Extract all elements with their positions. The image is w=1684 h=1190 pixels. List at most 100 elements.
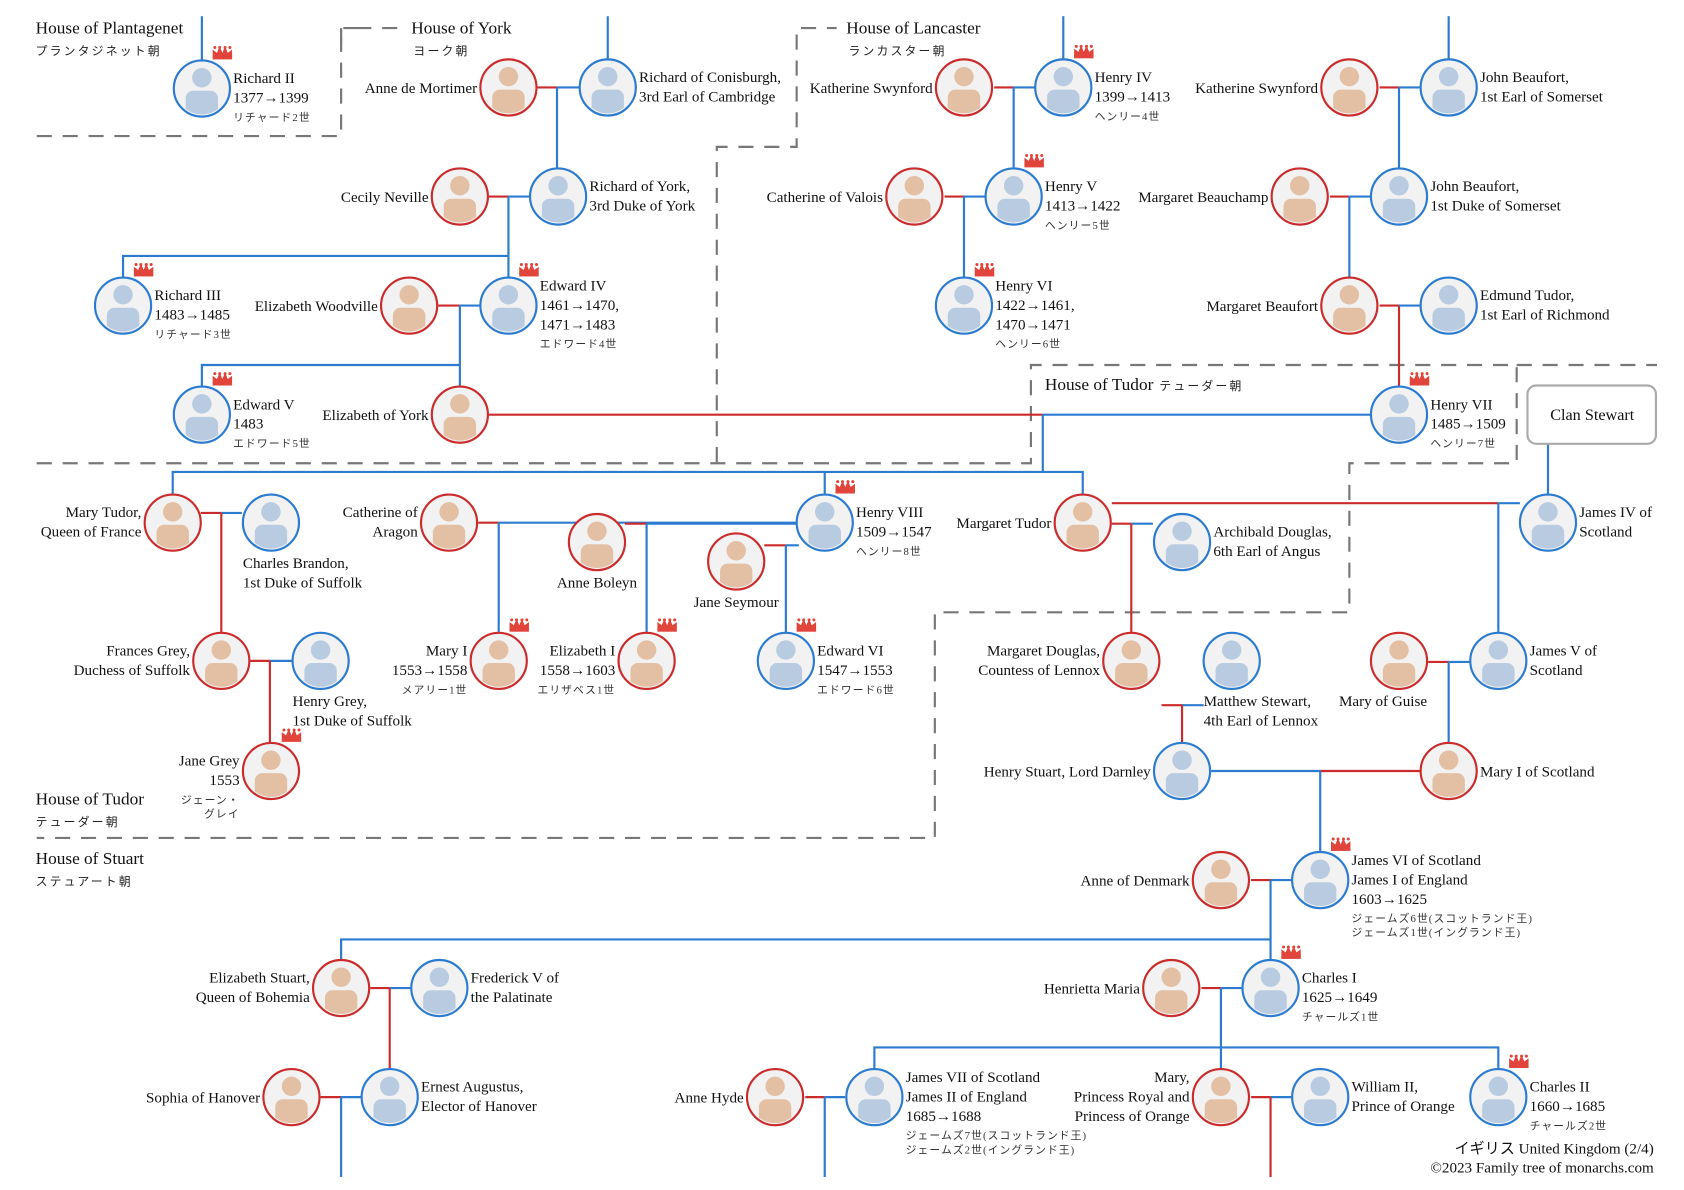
crown-icon <box>796 618 817 632</box>
person-frances-grey[interactable]: Frances Grey,Duchess of Suffolk <box>74 631 251 691</box>
person-marg-douglas[interactable]: Margaret Douglas,Countess of Lennox <box>978 631 1161 691</box>
person-richard-conisburgh[interactable]: Richard of Conisburgh,3rd Earl of Cambri… <box>578 58 781 117</box>
person-detail: 1470→1471 <box>995 317 1071 333</box>
person-jane-seymour[interactable]: Jane Seymour <box>694 532 779 611</box>
person-japanese-name: エドワード4世 <box>540 339 618 351</box>
person-detail: Princess of Orange <box>1075 1109 1190 1125</box>
person-john-beaufort-duke[interactable]: John Beaufort,1st Duke of Somerset <box>1369 167 1562 226</box>
person-mary-scots[interactable]: Mary I of Scotland <box>1419 741 1595 801</box>
person-archibald[interactable]: Archibald Douglas,6th Earl of Angus <box>1152 512 1332 572</box>
person-ernest[interactable]: Ernest Augustus, Elector of Hanover <box>360 1067 537 1127</box>
house-name: House of Plantagenet <box>36 18 184 37</box>
person-detail: 1413→1422 <box>1045 199 1121 215</box>
person-name: Margaret Beauchamp <box>1138 190 1268 206</box>
person-name: William II, <box>1352 1080 1419 1096</box>
person-name: Richard II <box>233 71 295 87</box>
person-eliz-stuart[interactable]: Elizabeth Stuart,Queen of Bohemia <box>196 958 371 1018</box>
person-detail: James I of England <box>1352 872 1469 888</box>
person-detail: 1377→1399 <box>233 91 309 107</box>
person-detail: 1st Duke of Suffolk <box>293 714 413 730</box>
person-henrietta[interactable]: Henrietta Maria <box>1044 958 1201 1018</box>
person-silhouette-icon <box>1066 502 1099 549</box>
person-mary-tudor[interactable]: Mary Tudor,Queen of France <box>41 493 202 553</box>
person-japanese-name: ジェーン・ <box>181 794 240 806</box>
person-silhouette-icon <box>1482 640 1515 687</box>
person-cath-valois[interactable]: Catherine of Valois <box>767 167 944 226</box>
crown-icon <box>657 618 677 632</box>
person-matthew-stewart[interactable]: Matthew Stewart,4th Earl of Lennox <box>1202 631 1319 730</box>
person-detail: Scotland <box>1530 663 1583 679</box>
person-edmund-tudor[interactable]: Edmund Tudor,1st Earl of Richmond <box>1419 276 1610 336</box>
person-name: Jane Grey <box>179 754 240 770</box>
person-richard-york[interactable]: Richard of York,3rd Duke of York <box>528 167 696 226</box>
person-name: Mary of Guise <box>1339 694 1427 710</box>
person-anne-mortimer[interactable]: Anne de Mortimer <box>365 58 538 117</box>
person-silhouette-icon <box>156 502 189 549</box>
person-kath-swyn2[interactable]: Katherine Swynford <box>1195 58 1379 117</box>
person-cecily[interactable]: Cecily Neville <box>341 167 490 226</box>
person-henry-grey[interactable]: Henry Grey, 1st Duke of Suffolk <box>291 631 413 730</box>
person-marg-beauchamp[interactable]: Margaret Beauchamp <box>1138 167 1329 226</box>
person-marg-tudor[interactable]: Margaret Tudor <box>956 493 1112 553</box>
person-silhouette-icon <box>1432 750 1465 797</box>
person-detail: Queen of France <box>41 525 142 541</box>
person-silhouette-icon <box>808 502 841 549</box>
person-silhouette-icon <box>324 967 358 1014</box>
person-marg-beaufort[interactable]: Margaret Beaufort <box>1206 276 1379 336</box>
person-detail: Elector of Hanover <box>421 1099 537 1115</box>
person-silhouette-icon <box>1047 66 1080 114</box>
person-sophia[interactable]: Sophia of Hanover <box>146 1067 321 1127</box>
person-anne-hyde[interactable]: Anne Hyde <box>675 1067 805 1127</box>
person-charles-brandon[interactable]: Charles Brandon,1st Duke of Suffolk <box>241 493 363 592</box>
person-william2[interactable]: William II,Prince of Orange <box>1291 1067 1455 1127</box>
person-name: Margaret Tudor <box>956 516 1051 532</box>
person-name: Edmund Tudor, <box>1480 288 1574 304</box>
person-name: Henrietta Maria <box>1044 981 1140 997</box>
person-darnley[interactable]: Henry Stuart, Lord Darnley <box>984 741 1212 801</box>
person-john-beaufort-earl[interactable]: John Beaufort,1st Earl of Somerset <box>1419 58 1604 117</box>
person-name: Edward VI <box>817 643 883 659</box>
person-anne-boleyn[interactable]: Anne Boleyn <box>557 512 638 591</box>
person-name: Elizabeth of York <box>322 408 429 424</box>
copyright: ©2023 Family tree of monarchs.com <box>1430 1161 1654 1177</box>
person-anne-denmark[interactable]: Anne of Denmark <box>1081 850 1251 910</box>
person-silhouette-icon <box>254 750 288 797</box>
person-detail: Countess of Lennox <box>978 663 1100 679</box>
person-mary-guise[interactable]: Mary of Guise <box>1339 631 1429 710</box>
person-kath-swyn1[interactable]: Katherine Swynford <box>810 58 994 117</box>
person-silhouette-icon <box>106 285 140 332</box>
person-silhouette-icon <box>205 640 238 687</box>
person-silhouette-icon <box>1531 502 1565 549</box>
person-eliz-woodville[interactable]: Elizabeth Woodville <box>255 276 439 336</box>
person-name: Henry Grey, <box>293 694 368 710</box>
house-name: House of Tudor <box>36 789 145 808</box>
crown-icon <box>1281 945 1301 959</box>
clan-stewart-box[interactable]: Clan Stewart <box>1526 384 1658 445</box>
person-japanese-name: ヘンリー8世 <box>856 546 922 558</box>
person-name: Elizabeth Stuart, <box>209 971 310 987</box>
person-name: Ernest Augustus, <box>421 1080 523 1096</box>
person-eliz-york[interactable]: Elizabeth of York <box>322 385 490 445</box>
